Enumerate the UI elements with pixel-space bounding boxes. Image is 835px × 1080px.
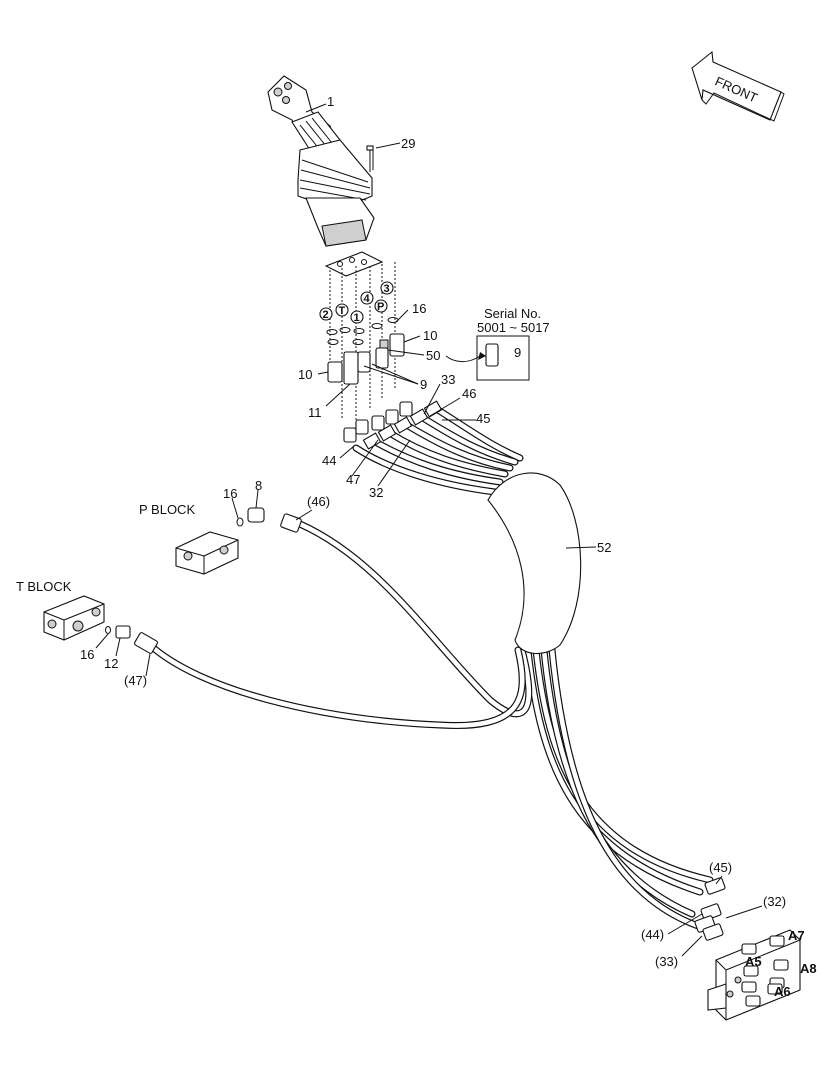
hose-bundle [146,404,714,930]
control-valve-block [694,877,801,1021]
label-16-top: 16 [412,301,426,316]
label-10-right: 10 [423,328,437,343]
label-16-p: 16 [223,486,237,501]
serial-part-label: 9 [514,345,521,360]
label-46: 46 [462,386,476,401]
port-a8: A8 [800,961,817,976]
label-52: 52 [597,540,611,555]
label-44-paren: (44) [641,927,664,942]
part-labels: 1 29 16 10 50 10 11 9 33 46 45 44 47 32 … [16,94,817,999]
label-1: 1 [327,94,334,109]
port-a5: A5 [745,954,762,969]
label-32-paren: (32) [763,894,786,909]
port-marker-1: 1 [354,312,360,324]
label-47: 47 [346,472,360,487]
p-block [175,507,302,575]
port-marker-2: 2 [323,309,329,321]
label-32: 32 [369,485,383,500]
serial-range: 5001 ~ 5017 [477,320,550,335]
port-markers: 2 T 1 4 P 3 [319,281,394,324]
label-33: 33 [441,372,455,387]
valve-assembly [324,251,443,450]
front-arrow: FRONT [691,50,785,122]
label-47-paren: (47) [124,673,147,688]
label-50: 50 [426,348,440,363]
label-45: 45 [476,411,490,426]
serial-inset [445,335,530,381]
label-8: 8 [255,478,262,493]
port-marker-4: 4 [364,293,371,305]
port-marker-p: P [377,301,384,313]
label-33-paren: (33) [655,954,678,969]
t-block-title: T BLOCK [16,579,72,594]
port-a7: A7 [788,928,805,943]
p-block-title: P BLOCK [139,502,195,517]
port-a6: A6 [774,984,791,999]
label-10-left: 10 [298,367,312,382]
port-marker-3: 3 [384,283,390,295]
label-29: 29 [401,136,415,151]
joystick-handle [267,75,375,247]
label-16-t: 16 [80,647,94,662]
label-11: 11 [308,405,322,420]
label-46-paren: (46) [307,494,330,509]
label-9: 9 [420,377,427,392]
port-marker-t: T [339,305,346,317]
label-12: 12 [104,656,118,671]
label-44: 44 [322,453,336,468]
serial-title: Serial No. [484,306,541,321]
label-45-paren: (45) [709,860,732,875]
t-block [43,595,158,654]
leader-lines [95,103,763,957]
